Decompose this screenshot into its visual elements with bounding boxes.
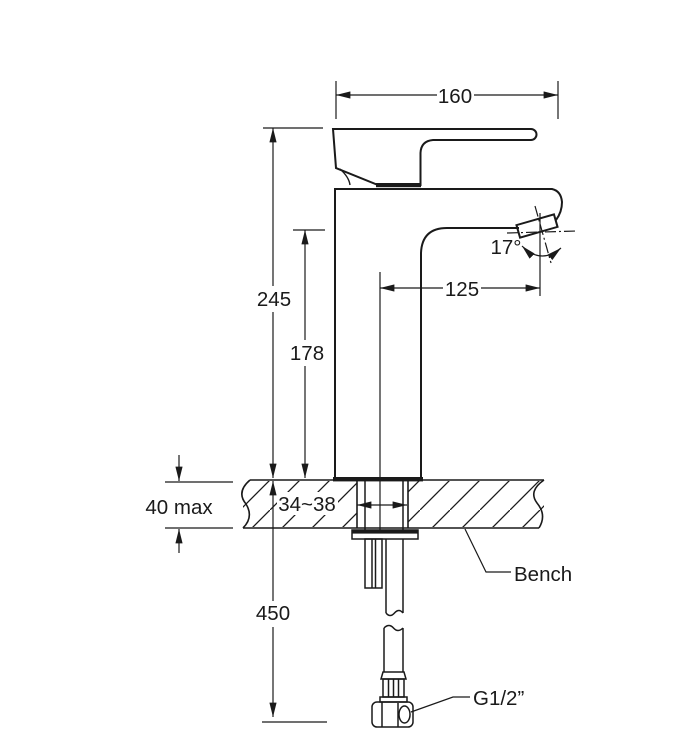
dim-overall-width bbox=[335, 81, 559, 119]
faucet-base-edge bbox=[333, 477, 423, 482]
angle-detail bbox=[506, 205, 578, 296]
mounting-washer bbox=[351, 529, 419, 540]
hole-size-label: 34~38 bbox=[278, 493, 336, 516]
dim-bench-thickness bbox=[165, 455, 233, 553]
bench-break-right bbox=[532, 479, 545, 529]
thread-label: G1/2” bbox=[473, 687, 524, 710]
bench-label: Bench bbox=[514, 563, 572, 586]
aerator-tilted-centerline bbox=[534, 205, 552, 264]
spout-angle-label: 17° bbox=[490, 236, 521, 259]
dimension-labels: 160 245 178 125 17° 40 max 34~38 Bench 4… bbox=[145, 85, 572, 710]
angle-arc bbox=[521, 245, 562, 261]
dimensions bbox=[165, 81, 559, 723]
fixing-stud bbox=[364, 538, 383, 589]
aerator-horizontal-centerline bbox=[506, 230, 578, 234]
overall-width-label: 160 bbox=[438, 85, 472, 108]
handle-base-seam bbox=[376, 183, 421, 188]
handle-skirt-curve bbox=[339, 168, 351, 186]
spout-reach-label: 125 bbox=[445, 278, 479, 301]
hose-nut bbox=[371, 701, 414, 728]
thread-leader-line bbox=[410, 696, 470, 713]
hose-length-label: 450 bbox=[256, 602, 290, 625]
hole-size-label-bg bbox=[277, 492, 338, 515]
spout-underside bbox=[420, 227, 519, 477]
supply-hose bbox=[371, 539, 414, 728]
faucet-handle bbox=[331, 128, 538, 186]
dim-spout-reach bbox=[379, 272, 540, 530]
hose-break-upper bbox=[385, 609, 404, 617]
bench-break-left bbox=[241, 479, 251, 529]
dim-overall-height bbox=[263, 127, 323, 478]
hose-break-lower bbox=[383, 624, 404, 632]
aerator bbox=[515, 213, 559, 239]
bench-leader-line bbox=[464, 528, 511, 573]
hose-nut-thread-opening bbox=[398, 705, 411, 724]
faucet bbox=[331, 128, 564, 728]
spout-height-label: 178 bbox=[290, 342, 324, 365]
bench-hatch-right bbox=[408, 481, 544, 527]
faucet-body-outline bbox=[334, 188, 564, 478]
hose-collar-top bbox=[380, 671, 407, 680]
dim-hose-length bbox=[262, 481, 327, 723]
dim-spout-height bbox=[293, 229, 325, 478]
overall-height-label: 245 bbox=[257, 288, 291, 311]
bench-thickness-label: 40 max bbox=[145, 496, 213, 519]
